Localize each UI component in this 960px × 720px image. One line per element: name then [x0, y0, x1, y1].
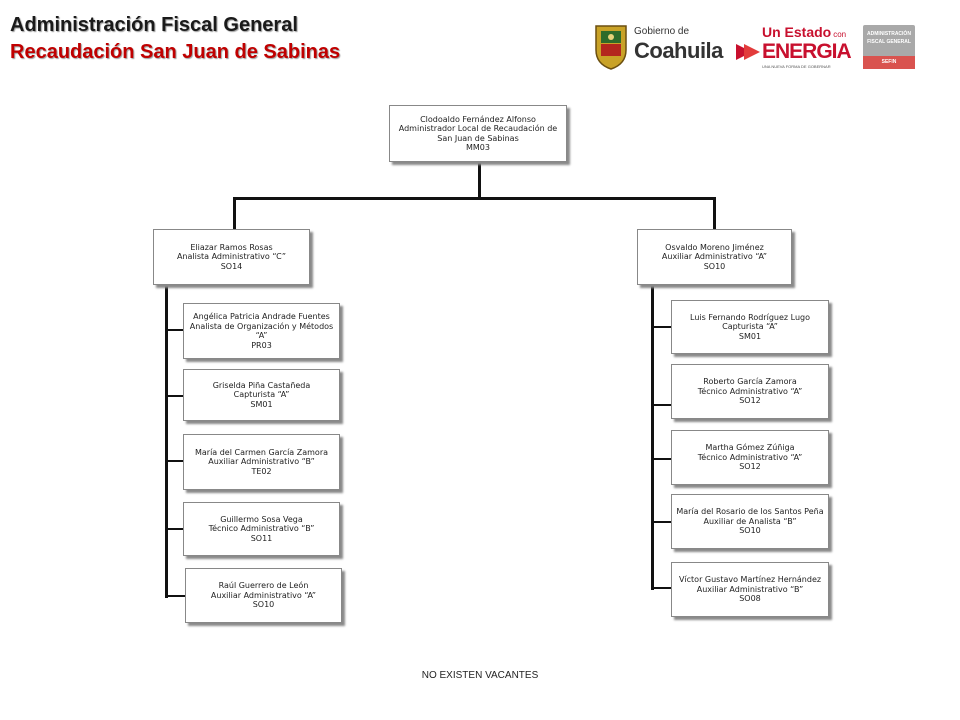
- afg-logo-line3: SEFIN: [863, 56, 915, 69]
- connector-right-drop: [713, 197, 716, 230]
- node-name: María del Carmen García Zamora: [194, 447, 329, 457]
- org-node-left-head: Eliazar Ramos Rosas Analista Administrat…: [153, 229, 310, 285]
- connector-horizontal-bar: [233, 197, 716, 200]
- node-name: Guillermo Sosa Vega: [220, 514, 303, 524]
- node-role: Capturista “A”: [722, 322, 778, 332]
- connector-right-branch-2: [651, 404, 671, 406]
- connector-right-spine: [651, 285, 654, 590]
- node-name: Osvaldo Moreno Jiménez: [665, 242, 764, 252]
- energia-arrow-icon: [736, 44, 760, 60]
- org-node-right-head: Osvaldo Moreno Jiménez Auxiliar Administ…: [637, 229, 792, 285]
- page-title: Administración Fiscal General: [10, 14, 298, 36]
- energia-logo-line2: ENERGIA: [762, 40, 852, 63]
- node-code: SO08: [739, 594, 761, 604]
- node-name: Griselda Piña Castañeda: [212, 380, 311, 390]
- coahuila-logo-line2: Coahuila: [634, 38, 723, 63]
- energia-logo-line1b: con: [833, 30, 847, 39]
- node-role: Técnico Administrativo “B”: [208, 524, 315, 534]
- node-code: SM01: [738, 331, 762, 341]
- node-code: SO10: [703, 261, 726, 271]
- node-role: Auxiliar de Analista “B”: [703, 516, 797, 526]
- node-role: Administrador Local de Recaudación de Sa…: [398, 124, 558, 143]
- org-node-right-child-3: Martha Gómez Zúñiga Técnico Administrati…: [671, 430, 829, 485]
- org-node-left-child-2: Griselda Piña Castañeda Capturista “A” S…: [183, 369, 340, 421]
- node-code: SO12: [739, 462, 761, 472]
- coahuila-shield-icon: [595, 25, 627, 70]
- node-code: SO12: [739, 396, 761, 406]
- energia-logo-line1: Un Estado: [762, 24, 832, 40]
- node-role: Capturista “A”: [233, 390, 290, 400]
- org-node-left-child-1: Angélica Patricia Andrade Fuentes Analis…: [183, 303, 340, 359]
- node-code: MM03: [466, 143, 490, 152]
- org-node-right-child-5: Víctor Gustavo Martínez Hernández Auxili…: [671, 562, 829, 617]
- energia-logo-tagline: UNA NUEVA FORMA DE GOBERNAR: [762, 64, 831, 69]
- connector-root-down: [478, 162, 481, 198]
- node-code: SO10: [252, 600, 275, 610]
- node-code: SO14: [220, 261, 243, 271]
- page-subtitle: Recaudación San Juan de Sabinas: [10, 41, 341, 63]
- node-role: Auxiliar Administrativo “A”: [210, 590, 317, 600]
- node-name: María del Rosario de los Santos Peña: [676, 507, 824, 517]
- connector-left-branch-2: [165, 395, 183, 397]
- connector-right-branch-4: [651, 521, 671, 523]
- afg-logo: ADMINISTRACIÓN FISCAL GENERAL SEFIN: [863, 25, 915, 69]
- connector-left-branch-5: [165, 595, 185, 597]
- connector-right-branch-1: [651, 326, 671, 328]
- node-role: Auxiliar Administrativo “B”: [208, 457, 315, 467]
- node-role: Técnico Administrativo “A”: [697, 452, 803, 462]
- org-node-right-child-2: Roberto García Zamora Técnico Administra…: [671, 364, 829, 419]
- connector-right-branch-5: [651, 587, 671, 589]
- node-role: Auxiliar Administrativo “B”: [696, 584, 804, 594]
- node-role: Auxiliar Administrativo “A”: [661, 252, 768, 262]
- node-code: TE02: [251, 466, 272, 476]
- node-code: SM01: [250, 399, 273, 409]
- connector-left-branch-3: [165, 460, 183, 462]
- node-name: Roberto García Zamora: [703, 377, 797, 387]
- connector-right-branch-3: [651, 458, 671, 460]
- afg-logo-line2: FISCAL GENERAL: [867, 39, 911, 45]
- org-node-root: Clodoaldo Fernández Alfonso Administrado…: [389, 105, 567, 162]
- node-name: Eliazar Ramos Rosas: [190, 242, 273, 252]
- node-name: Raúl Guerrero de León: [218, 581, 309, 591]
- coahuila-logo: Gobierno de Coahuila: [594, 22, 724, 72]
- node-name: Angélica Patricia Andrade Fuentes: [193, 312, 330, 321]
- node-code: PR03: [251, 340, 272, 350]
- node-role: Analista de Organización y Métodos “A”: [189, 321, 334, 341]
- node-name: Clodoaldo Fernández Alfonso: [420, 114, 536, 124]
- connector-left-branch-1: [165, 329, 183, 331]
- node-name: Víctor Gustavo Martínez Hernández: [678, 575, 822, 585]
- connector-left-branch-4: [165, 528, 183, 530]
- org-node-right-child-1: Luis Fernando Rodríguez Lugo Capturista …: [671, 300, 829, 354]
- node-code: SO11: [250, 533, 273, 543]
- coahuila-logo-line1: Gobierno de: [634, 26, 690, 37]
- node-role: Analista Administrativo “C”: [176, 252, 287, 262]
- connector-left-spine: [165, 285, 168, 598]
- node-name: Luis Fernando Rodríguez Lugo: [690, 312, 810, 322]
- afg-logo-line1: ADMINISTRACIÓN: [867, 31, 911, 37]
- node-role: Técnico Administrativo “A”: [697, 386, 803, 396]
- org-node-left-child-4: Guillermo Sosa Vega Técnico Administrati…: [183, 502, 340, 556]
- org-node-left-child-3: María del Carmen García Zamora Auxiliar …: [183, 434, 340, 490]
- node-code: SO10: [739, 526, 761, 536]
- org-node-right-child-4: María del Rosario de los Santos Peña Aux…: [671, 494, 829, 549]
- connector-left-drop: [233, 197, 236, 230]
- node-name: Martha Gómez Zúñiga: [705, 443, 795, 453]
- vacancy-note: NO EXISTEN VACANTES: [421, 670, 539, 681]
- org-node-left-child-5: Raúl Guerrero de León Auxiliar Administr…: [185, 568, 342, 623]
